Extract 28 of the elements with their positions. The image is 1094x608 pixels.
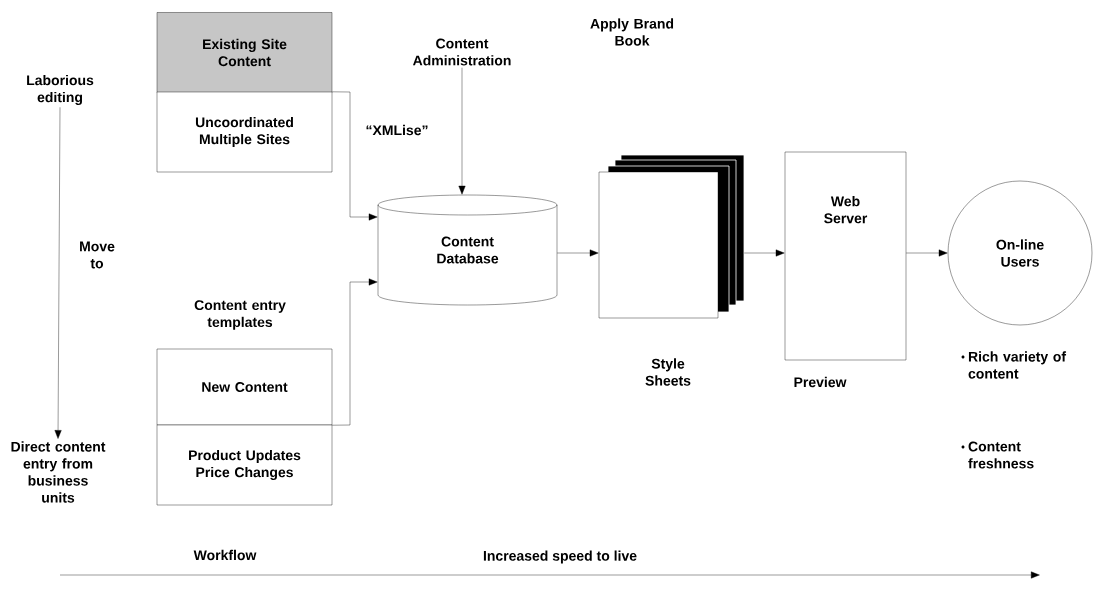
node-label: Content entry templates <box>194 300 286 330</box>
text-label: Direct content entry from business units <box>11 441 106 503</box>
edge-label: “XMLise” <box>361 123 433 137</box>
database-cylinder: Content Database <box>377 194 558 306</box>
arrow <box>744 249 785 257</box>
arrow <box>458 67 466 195</box>
process-box: Product Updates Price Changes <box>156 424 333 506</box>
text-label: Content Administration <box>412 38 511 66</box>
node-label: Workflow <box>193 549 257 561</box>
hatched-box: Existing Site Content <box>156 12 333 93</box>
server-box: Web Server <box>784 151 907 361</box>
arrow <box>557 249 599 257</box>
document-stack <box>598 154 745 319</box>
text-label: Laborious editing <box>27 74 94 106</box>
arrow <box>332 278 378 426</box>
arrow <box>906 249 948 257</box>
bullet-text: Content freshness <box>968 441 1034 469</box>
process-box: Uncoordinated Multiple Sites <box>156 91 333 173</box>
arrow <box>54 107 62 439</box>
arrow <box>332 91 378 221</box>
node-label: Style Sheets <box>645 358 691 386</box>
edge-label: Move to <box>76 240 118 270</box>
process-box: New Content <box>156 348 333 426</box>
node-label: Content Database <box>437 236 499 264</box>
text-label: Apply Brand Book <box>590 18 674 46</box>
node-label: Preview <box>794 376 847 388</box>
bullet-text: Rich variety of content <box>968 351 1067 379</box>
text-label: Increased speed to live <box>483 550 637 564</box>
